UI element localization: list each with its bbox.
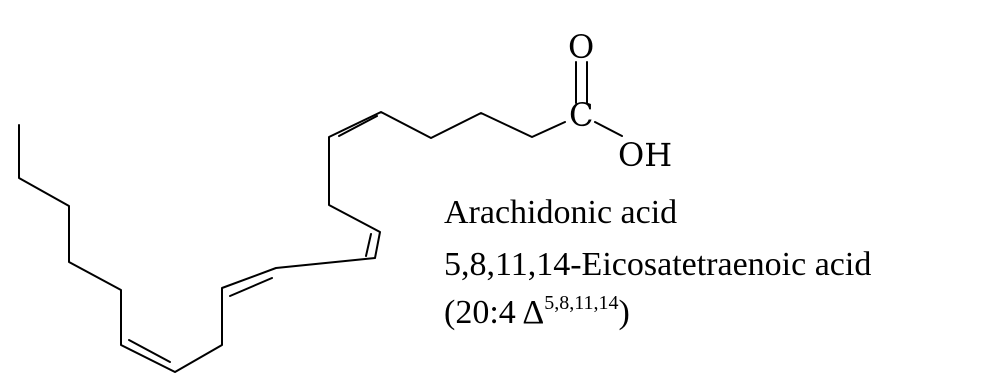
notation-open: (20:4 Δ	[444, 294, 545, 331]
double-bond-c11	[229, 277, 273, 297]
systematic-name: 5,8,11,14-Eicosatetraenoic acid	[444, 246, 872, 283]
carbon-chain	[18, 111, 566, 373]
oxygen-label: O	[568, 28, 594, 66]
c-oh-bond	[594, 121, 623, 137]
double-bond-c5	[338, 115, 378, 137]
notation-superscript: 5,8,11,14	[544, 292, 619, 314]
notation-close: )	[618, 294, 630, 331]
lipid-notation: (20:4 Δ5,8,11,14)	[444, 293, 630, 331]
carbon-label: C	[569, 96, 593, 134]
double-bond-c14	[128, 339, 171, 363]
hydroxyl-label: OH	[618, 136, 672, 174]
common-name: Arachidonic acid	[444, 194, 678, 231]
double-bond-c8	[365, 233, 372, 257]
